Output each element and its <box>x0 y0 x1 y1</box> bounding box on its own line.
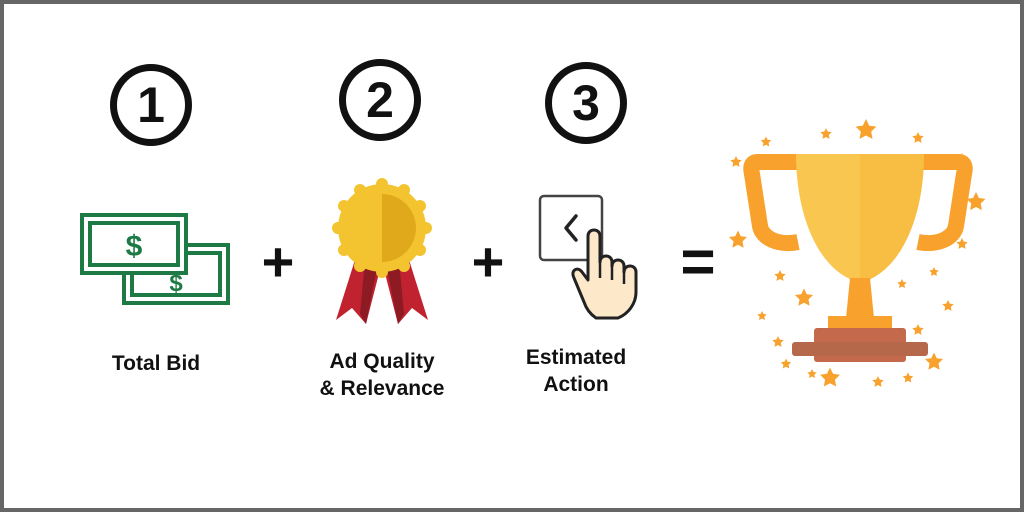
step-2-number: 2 <box>339 59 421 141</box>
step-2-label: Ad Quality & Relevance <box>292 348 472 402</box>
plus-operator-1: + <box>261 230 295 293</box>
equals-operator: = <box>680 228 716 295</box>
step-2-label-line-1: Ad Quality <box>329 350 435 373</box>
step-2-label-line-2: & Relevance <box>319 377 445 400</box>
dollar-bills-icon: $ $ <box>80 213 230 305</box>
step-1-label-line-1: Total Bid <box>111 352 201 375</box>
trophy-icon <box>728 119 986 387</box>
award-ribbon-icon <box>332 178 432 324</box>
step-3-label-line-2: Action <box>543 373 609 396</box>
step-3-label: Estimated Action <box>496 344 656 398</box>
step-3-label-line-1: Estimated <box>525 346 627 369</box>
svg-text:$: $ <box>169 270 183 297</box>
svg-text:$: $ <box>126 230 143 263</box>
step-1-label: Total Bid <box>76 350 236 377</box>
step-1-number: 1 <box>110 64 192 146</box>
plus-operator-2: + <box>471 230 505 293</box>
step-3-number: 3 <box>545 62 627 144</box>
click-hand-icon <box>538 194 638 320</box>
